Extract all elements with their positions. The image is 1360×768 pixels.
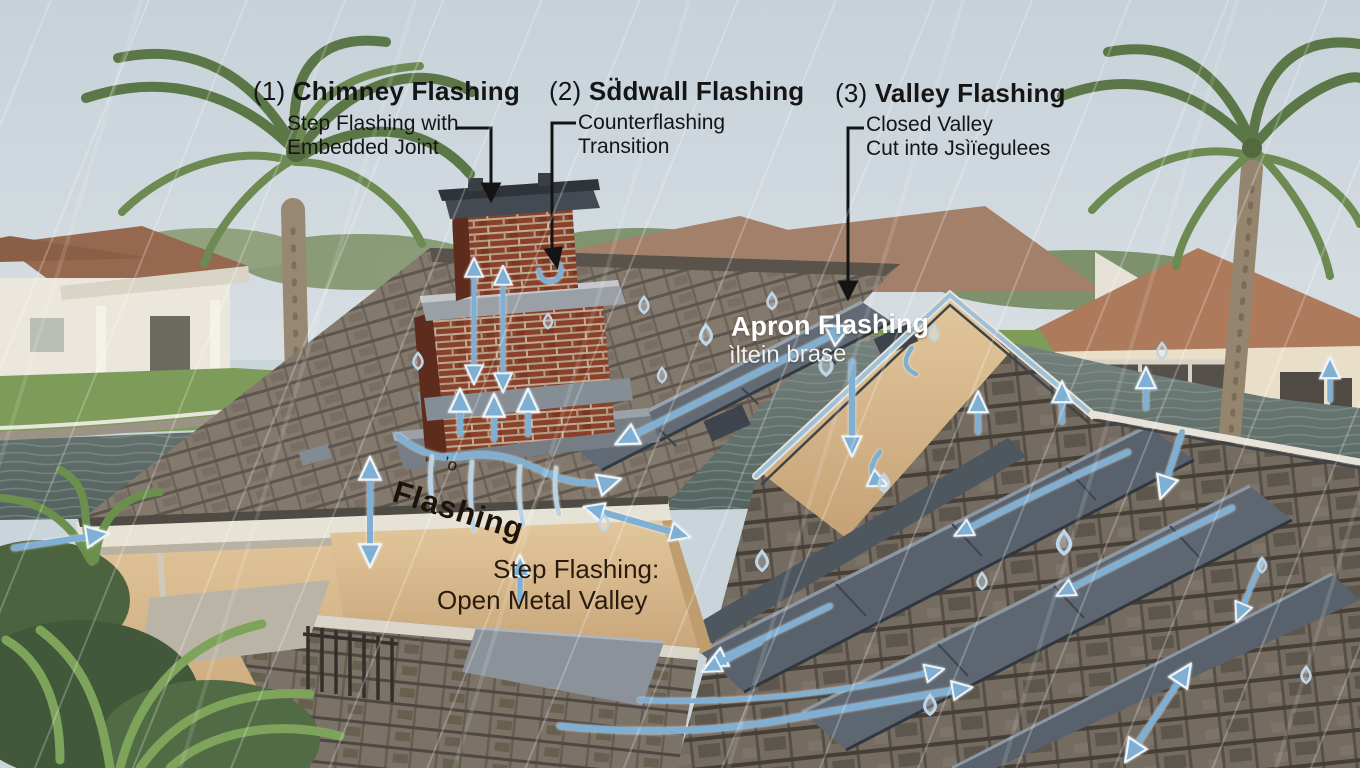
lower-step-flashing: [462, 628, 664, 706]
callout2-title: (2) Sd̈dwall Flashing: [549, 76, 804, 107]
callout2-number: (2): [549, 76, 582, 106]
callout1-title: (1) Chimney Flashing: [253, 76, 520, 107]
callout2-sub-line2: Transition: [578, 135, 670, 158]
callout3-title: (3) Valley Flashing: [835, 78, 1066, 109]
callout3-number: (3): [835, 78, 868, 108]
apron-flashing-sublabel: ìltein brase: [728, 339, 847, 370]
step-flashing-label-line1: Step Flashing:: [493, 554, 660, 584]
water-droplets: [412, 290, 1312, 717]
callout1-sublabel: Step Flashing with Embedded Joint: [287, 112, 459, 160]
callout3-sub-line1: Closed Valley: [866, 113, 993, 136]
callout2-sub-line1: Counterflashing: [578, 111, 726, 134]
left-neighbor-house: [0, 226, 250, 378]
sidewall-step-flashing: [690, 438, 1026, 646]
callout-connectors: [456, 121, 864, 302]
step-flashing-label-line2: Open Metal Valley: [437, 585, 648, 615]
gable-sidewall: [760, 298, 1010, 538]
callout2-sublabel: Counterflashing Transition: [578, 111, 725, 159]
iron-fence: [302, 626, 399, 702]
callout1-sub-line2: Embedded Joint: [287, 136, 439, 159]
callout3-sublabel: Closed Valley Cut intө Jsìïegulees: [866, 113, 1050, 161]
callout1-number: (1): [253, 76, 286, 106]
callout2-name: Sd̈dwall Flashing: [588, 76, 805, 106]
callout3-name: Valley Flashing: [874, 78, 1066, 108]
callout1-name: Chimney Flashing: [292, 76, 520, 106]
apron-flashing-label: Apron Flashing: [730, 308, 930, 342]
callout3-sub-line2: Cut intө Jsìïegulees: [866, 137, 1051, 160]
garden: [0, 466, 399, 768]
callout1-sub-line1: Step Flashing with: [287, 112, 459, 135]
water-flow-arrows: [11, 260, 1330, 758]
